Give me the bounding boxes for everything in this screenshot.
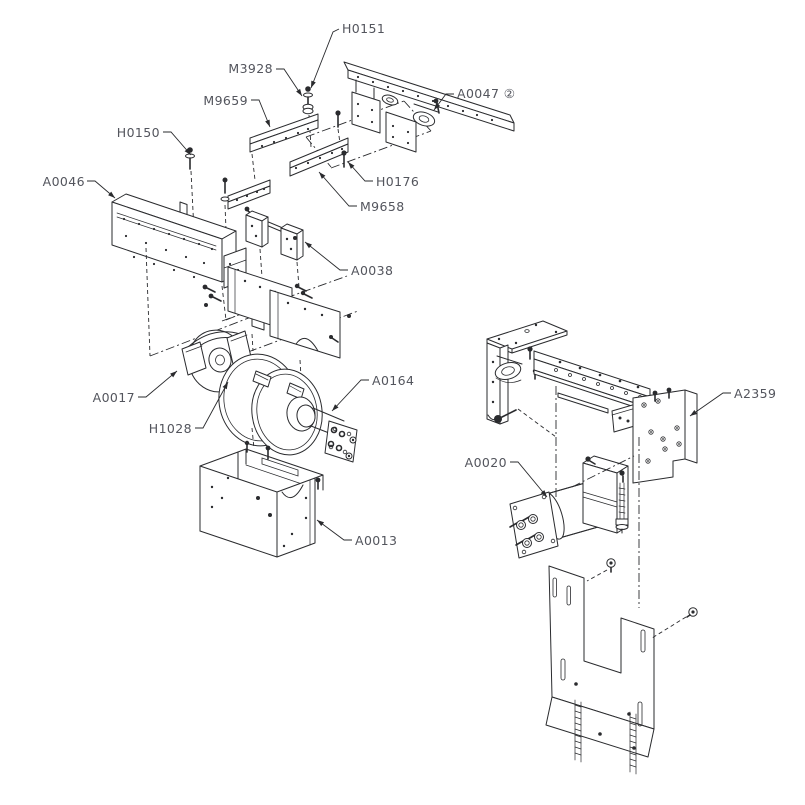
part-label-H0151: H0151 bbox=[310, 21, 385, 89]
leader-arrow-icon bbox=[434, 102, 441, 110]
screw-icon bbox=[244, 440, 321, 517]
part-a0164-roller bbox=[218, 353, 358, 463]
part-support-arm bbox=[533, 350, 651, 414]
part-label-text-H0150: H0150 bbox=[117, 125, 160, 140]
screw-icon bbox=[202, 283, 351, 343]
part-a0038-standoff bbox=[244, 206, 304, 288]
part-m9659-rail bbox=[249, 113, 319, 181]
leader-arrow-icon bbox=[540, 490, 547, 497]
part-label-text-M3928: M3928 bbox=[228, 61, 273, 76]
part-label-A2359: A2359 bbox=[689, 386, 776, 417]
leader-arrow-icon bbox=[348, 162, 355, 169]
part-label-A0038: A0038 bbox=[304, 241, 393, 278]
part-label-M9658: M9658 bbox=[318, 171, 405, 214]
screw-icon bbox=[652, 387, 672, 402]
part-h0151-screw bbox=[303, 86, 313, 105]
part-label-text-A0046: A0046 bbox=[43, 174, 85, 189]
leader-arrow-icon bbox=[332, 404, 339, 411]
centerlines bbox=[555, 386, 640, 608]
part-a0020-roller bbox=[509, 455, 629, 559]
rail-holes bbox=[356, 75, 494, 122]
part-label-A0047: A0047 ② bbox=[433, 86, 515, 111]
carriage-bolt-icon bbox=[494, 408, 557, 438]
leader-arrow-icon bbox=[222, 382, 228, 390]
part-label-A0020: A0020 bbox=[465, 455, 548, 498]
part-label-text-H1028: H1028 bbox=[149, 421, 192, 436]
part-label-text-A0038: A0038 bbox=[351, 263, 393, 278]
leader-arrow-icon bbox=[296, 88, 302, 96]
flange-bolts bbox=[509, 514, 544, 548]
part-label-text-M9658: M9658 bbox=[360, 199, 405, 214]
leader-arrow-icon bbox=[265, 119, 270, 127]
part-base-screws bbox=[586, 558, 698, 639]
leader-arrow-icon bbox=[319, 172, 326, 179]
part-label-A0017: A0017 bbox=[93, 370, 178, 405]
part-label-text-A0017: A0017 bbox=[93, 390, 135, 405]
part-a0046-bracket bbox=[111, 193, 269, 357]
part-label-A0013: A0013 bbox=[316, 519, 397, 548]
part-label-text-H0151: H0151 bbox=[342, 21, 385, 36]
plate-holes bbox=[641, 398, 682, 464]
part-label-text-A2359: A2359 bbox=[734, 386, 776, 401]
leader-arrow-icon bbox=[305, 242, 312, 249]
part-m9658-rail bbox=[289, 137, 349, 177]
part-label-text-H0176: H0176 bbox=[376, 174, 419, 189]
leader-arrow-icon bbox=[317, 520, 325, 527]
part-label-H0150: H0150 bbox=[117, 125, 192, 156]
leader-arrow-icon bbox=[184, 148, 191, 155]
part-label-H0176: H0176 bbox=[347, 161, 419, 189]
part-label-text-A0013: A0013 bbox=[355, 533, 397, 548]
part-base-plate bbox=[545, 565, 655, 775]
part-a0013-cradle bbox=[199, 440, 324, 558]
part-a0047-rail-assembly bbox=[305, 61, 515, 169]
leader-arrow-icon bbox=[108, 191, 115, 198]
leader-arrow-icon bbox=[170, 371, 177, 378]
part-top-bracket bbox=[486, 320, 568, 438]
part-label-M3928: M3928 bbox=[228, 61, 303, 97]
part-label-A0164: A0164 bbox=[331, 373, 414, 412]
part-a2359-plate bbox=[611, 387, 698, 484]
part-label-text-A0047: A0047 ② bbox=[457, 86, 515, 101]
screw-icon bbox=[585, 456, 625, 483]
part-label-A0046: A0046 bbox=[43, 174, 116, 199]
part-mid-plates bbox=[202, 266, 359, 378]
part-label-text-M9659: M9659 bbox=[203, 93, 248, 108]
bracket-holes bbox=[122, 217, 214, 279]
part-label-text-A0164: A0164 bbox=[372, 373, 414, 388]
part-label-text-A0020: A0020 bbox=[465, 455, 507, 470]
part-h0176-screw bbox=[341, 150, 347, 168]
leader-arrow-icon bbox=[690, 410, 698, 416]
leader-arrow-icon bbox=[311, 80, 316, 88]
part-label-M9659: M9659 bbox=[203, 93, 271, 128]
part-label-H1028: H1028 bbox=[149, 381, 229, 436]
